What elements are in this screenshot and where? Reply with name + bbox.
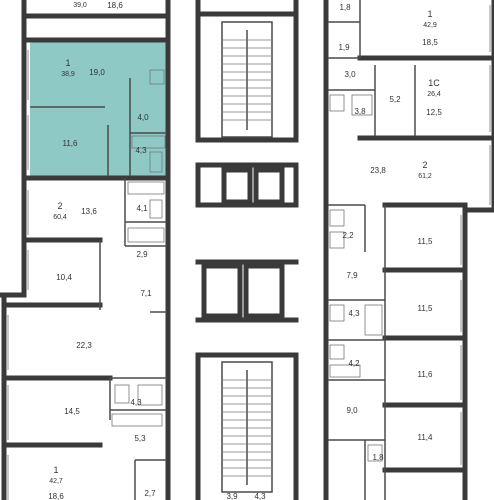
apt-top-right-area: 42,9 <box>423 22 437 29</box>
room-area: 18,6 <box>107 1 123 10</box>
room-area: 11,6 <box>63 139 79 148</box>
apt-top-left-area: 39,0 <box>73 2 87 9</box>
apt-top-right-rooms: 1 <box>427 9 432 19</box>
room-area: 10,4 <box>56 273 72 282</box>
apt-studio-area: 26,4 <box>427 91 441 98</box>
apt-highlighted-rooms: 1 <box>65 58 70 68</box>
room-area: 18,6 <box>48 492 64 500</box>
right-bath-fixtures <box>329 94 383 462</box>
room-area: 13,6 <box>81 207 97 216</box>
central-core <box>195 0 299 500</box>
room-area: 11,6 <box>418 370 434 379</box>
room-area: 4,3 <box>348 309 360 318</box>
room-area: 12,5 <box>426 108 442 117</box>
room-area: 4,3 <box>130 398 142 407</box>
room-area: 4,3 <box>254 492 266 500</box>
room-area: 4,0 <box>137 113 149 122</box>
apt-bottom-left-area: 42,7 <box>49 478 63 485</box>
left-block-partitions <box>30 78 167 500</box>
room-area: 23,8 <box>370 166 386 175</box>
left-block-walls <box>0 0 171 500</box>
left-windows <box>7 50 29 500</box>
right-block-partitions <box>328 0 416 500</box>
room-area: 3,8 <box>354 107 366 116</box>
stair-treads <box>222 39 272 477</box>
apt-left-2-rooms: 2 <box>57 201 62 211</box>
apt-bottom-left-rooms: 1 <box>53 465 58 475</box>
room-area: 1,8 <box>372 453 384 462</box>
room-area: 7,1 <box>140 289 152 298</box>
room-area: 3,9 <box>226 492 238 500</box>
room-area: 3,0 <box>344 70 356 79</box>
room-area: 11,4 <box>418 433 434 442</box>
apt-right-2-area: 61,2 <box>418 173 432 180</box>
left-bath-fixtures <box>111 69 166 427</box>
apt-right-2-rooms: 2 <box>422 160 427 170</box>
room-area: 2,2 <box>342 231 354 240</box>
apt-left-2-area: 60,4 <box>53 214 67 221</box>
room-area: 2,7 <box>144 489 156 498</box>
room-area: 1,9 <box>338 43 350 52</box>
room-area: 4,2 <box>348 359 360 368</box>
room-area: 4,3 <box>135 146 147 155</box>
room-area: 11,5 <box>418 304 434 313</box>
room-area: 2,9 <box>136 250 148 259</box>
room-area: 7,9 <box>346 271 358 280</box>
room-area: 18,5 <box>422 38 438 47</box>
room-area: 5,2 <box>389 95 401 104</box>
right-windows <box>460 5 491 465</box>
room-area: 11,5 <box>418 237 434 246</box>
room-area: 4,1 <box>136 204 148 213</box>
room-area: 5,3 <box>134 434 146 443</box>
room-area: 1,8 <box>339 3 351 12</box>
room-area: 22,3 <box>76 341 92 350</box>
room-area: 19,0 <box>89 68 105 77</box>
room-area: 14,5 <box>64 407 80 416</box>
apt-highlighted-area: 38,9 <box>61 71 75 78</box>
highlighted-apartment[interactable] <box>30 42 167 176</box>
right-block-walls <box>323 0 494 500</box>
apt-studio-rooms: 1С <box>428 78 440 88</box>
room-area: 9,0 <box>346 406 358 415</box>
